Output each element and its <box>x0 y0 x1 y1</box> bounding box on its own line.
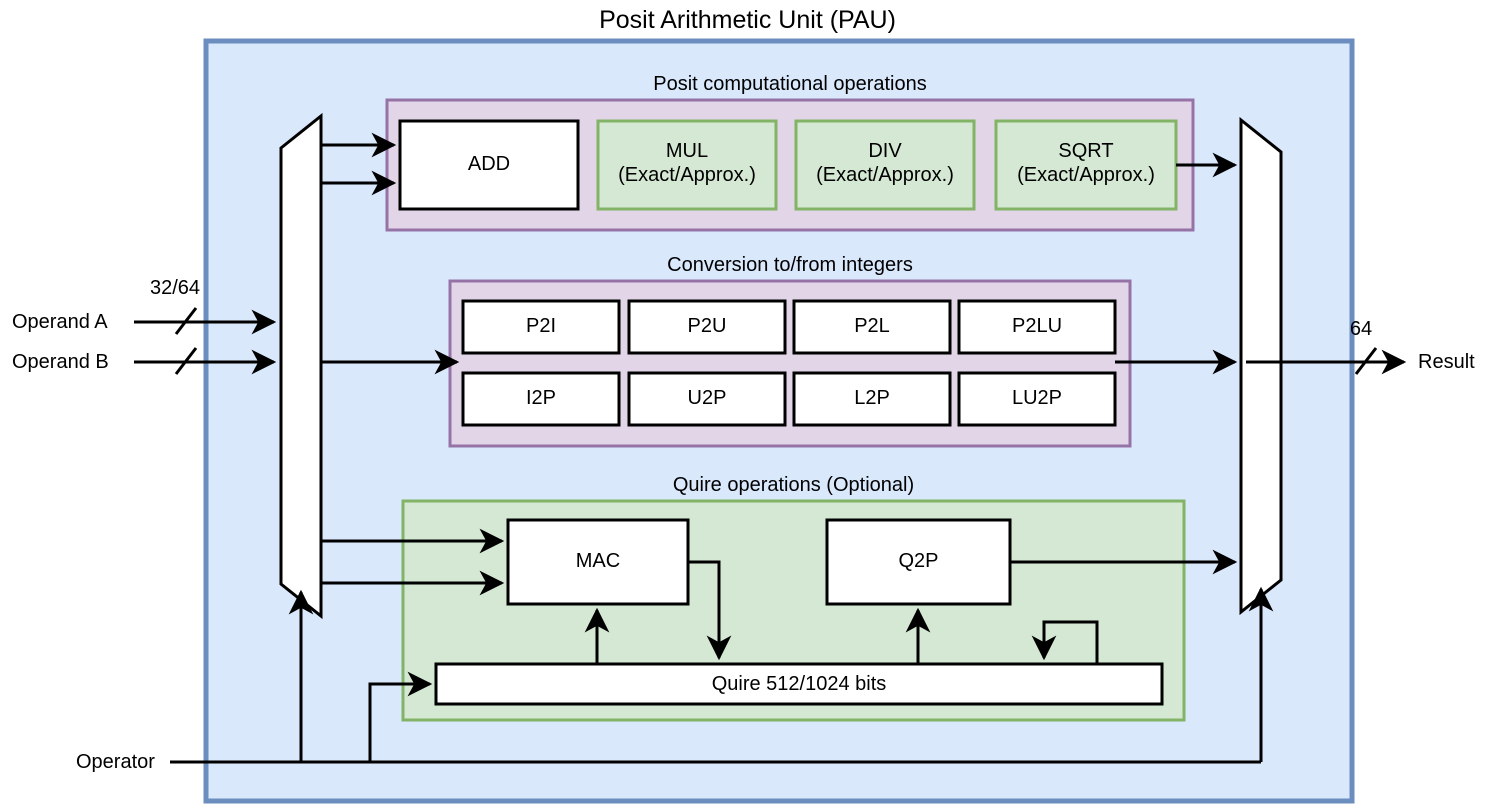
wire-operator-to-quire <box>368 671 433 762</box>
input-label-operand-a: Operand A <box>12 311 108 333</box>
block-label-div: DIV (Exact/Approx.) <box>816 140 954 186</box>
wire-quire-feedback <box>1031 620 1099 664</box>
block-q2p[interactable] <box>825 518 1012 606</box>
block-i2p[interactable] <box>461 371 621 427</box>
block-p2l[interactable] <box>792 299 952 355</box>
block-label-q2p: Q2P <box>898 550 939 572</box>
slash-operand-a <box>174 307 198 335</box>
section-title-quire: Quire operations (Optional) <box>672 474 915 496</box>
slash-operand-b <box>174 347 198 375</box>
input-label-operand-b: Operand B <box>12 351 109 373</box>
section-title-conversion: Conversion to/from integers <box>667 254 913 276</box>
output-mux-shape[interactable] <box>1239 116 1283 616</box>
block-label-sqrt: SQRT (Exact/Approx.) <box>1017 140 1155 186</box>
block-label-p2i: P2I <box>525 315 557 337</box>
block-label-p2lu: P2LU <box>1011 315 1063 337</box>
input-mux-shape[interactable] <box>279 112 323 620</box>
block-lu2p[interactable] <box>957 371 1117 427</box>
slash-result <box>1354 347 1378 375</box>
block-label-mac: MAC <box>575 550 621 572</box>
block-p2i[interactable] <box>461 299 621 355</box>
page-title: Posit Arithmetic Unit (PAU) <box>599 6 896 34</box>
block-label-p2u: P2U <box>687 315 727 337</box>
output-label-result: Result <box>1418 351 1475 373</box>
control-label-operator: Operator <box>76 751 155 773</box>
block-div[interactable] <box>794 119 976 211</box>
block-add[interactable] <box>398 119 580 211</box>
block-quire-register[interactable] <box>434 662 1164 706</box>
wire-mac-to-quire <box>688 560 732 661</box>
block-label-p2l: P2L <box>854 315 890 337</box>
block-l2p[interactable] <box>792 371 952 427</box>
bus-width-label-input: 32/64 <box>149 277 201 299</box>
block-label-quire-register: Quire 512/1024 bits <box>711 673 887 695</box>
block-label-mul: MUL (Exact/Approx.) <box>618 140 756 186</box>
section-title-posit-ops: Posit computational operations <box>653 73 927 95</box>
block-label-l2p: L2P <box>854 387 890 409</box>
block-label-u2p: U2P <box>687 387 727 409</box>
block-label-lu2p: LU2P <box>1011 387 1063 409</box>
bus-width-label-output: 64 <box>1349 318 1373 340</box>
block-mac[interactable] <box>506 518 690 606</box>
block-p2u[interactable] <box>627 299 787 355</box>
block-u2p[interactable] <box>627 371 787 427</box>
block-sqrt[interactable] <box>994 119 1178 211</box>
block-label-add: ADD <box>467 153 511 175</box>
block-mul[interactable] <box>596 119 778 211</box>
block-p2lu[interactable] <box>957 299 1117 355</box>
block-label-i2p: I2P <box>525 387 557 409</box>
